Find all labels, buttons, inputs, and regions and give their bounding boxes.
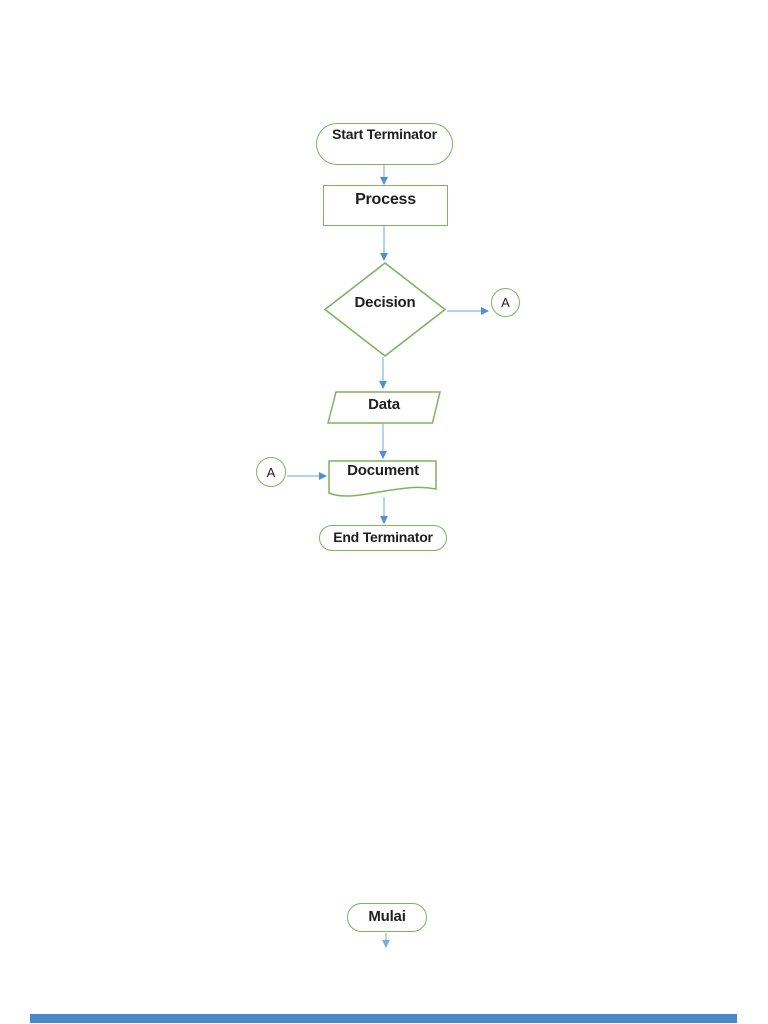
node-data-label: Data <box>368 395 400 413</box>
node-mulai-label: Mulai <box>368 908 406 926</box>
node-end-terminator: End Terminator <box>319 525 447 551</box>
node-end-terminator-label: End Terminator <box>333 529 433 546</box>
page-bottom-bar[interactable] <box>30 1014 737 1023</box>
node-connector-a-right-label: A <box>501 295 510 310</box>
decision-diamond-shape <box>324 262 446 357</box>
node-process-label: Process <box>355 191 416 208</box>
node-start-terminator-label: Start Terminator <box>332 126 437 142</box>
node-data: Data <box>327 391 441 424</box>
node-decision: Decision <box>324 262 446 357</box>
node-decision-label: Decision <box>354 293 416 311</box>
node-document: Document <box>328 460 438 502</box>
node-process: Process <box>323 185 448 226</box>
node-mulai: Mulai <box>347 903 427 932</box>
node-connector-a-right: A <box>491 288 520 317</box>
node-connector-a-left: A <box>256 457 286 487</box>
document-shape <box>328 460 437 497</box>
node-start-terminator: Start Terminator <box>316 123 453 165</box>
data-parallelogram-shape <box>327 391 441 424</box>
node-connector-a-left-label: A <box>266 464 276 480</box>
node-document-label: Document <box>347 461 419 479</box>
